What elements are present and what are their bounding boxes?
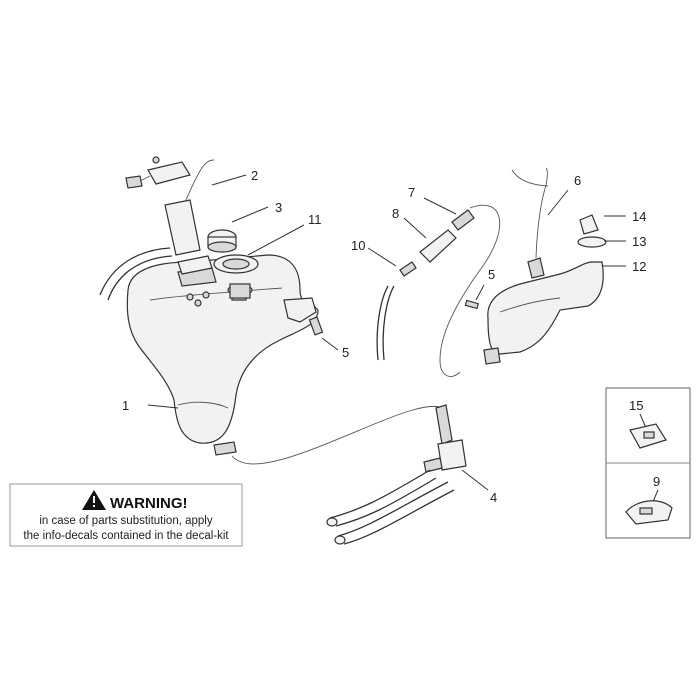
oil-tank [483, 167, 607, 365]
callout-13: 13 [632, 234, 646, 249]
screw-right [464, 299, 480, 310]
callout-1: 1 [122, 398, 129, 413]
warning-triangle-icon [82, 490, 106, 510]
warning-line-1: in case of parts substitution, apply [39, 515, 212, 527]
callout-2: 2 [251, 168, 258, 183]
callout-8: 8 [392, 206, 399, 221]
callout-5-right: 5 [488, 267, 495, 282]
warning-title: WARNING! [110, 495, 188, 512]
callout-12: 12 [632, 259, 646, 274]
leader-lines [147, 174, 626, 491]
callout-4: 4 [490, 490, 497, 505]
callout-9: 9 [653, 474, 660, 489]
filler-seal [213, 254, 259, 274]
callout-15: 15 [629, 398, 643, 413]
screw-left [308, 316, 324, 336]
callout-3: 3 [275, 200, 282, 215]
warning-box: WARNING! in case of parts substitution, … [9, 483, 243, 547]
callout-5-left: 5 [342, 345, 349, 360]
vent-hose [99, 247, 171, 296]
callout-6: 6 [574, 173, 581, 188]
callout-11: 11 [308, 212, 322, 227]
callout-7: 7 [408, 185, 415, 200]
filler-neck [125, 156, 215, 275]
fuel-tap [326, 404, 467, 545]
fuel-tank [126, 254, 319, 456]
inset-box: 15 9 [605, 387, 691, 539]
callout-14: 14 [632, 209, 646, 224]
fuel-cap [207, 229, 237, 253]
warning-line-2: the info-decals contained in the decal-k… [23, 530, 229, 542]
connecting-cable [231, 405, 443, 465]
cable-assembly [376, 204, 501, 377]
callout-10: 10 [351, 238, 365, 253]
